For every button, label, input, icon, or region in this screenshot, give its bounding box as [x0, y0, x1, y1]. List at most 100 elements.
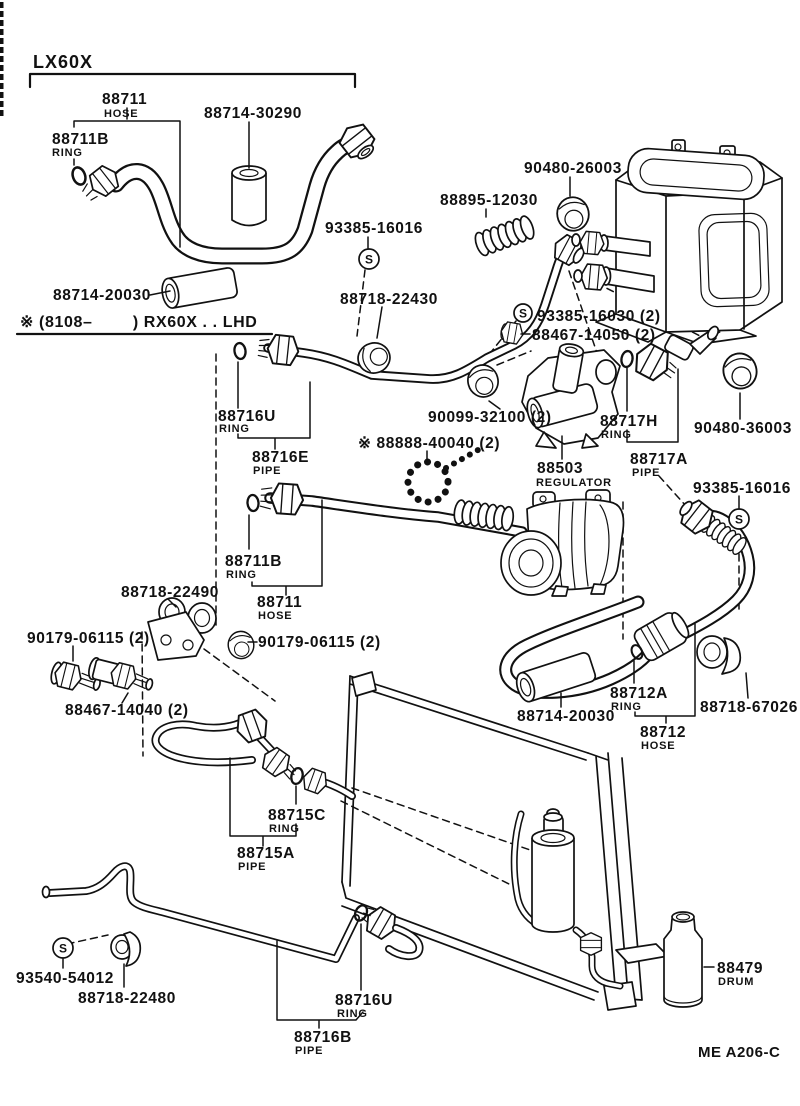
- model-code-label: LX60X: [33, 52, 93, 72]
- oring-88717H: [619, 349, 635, 369]
- label-88712-type: HOSE: [641, 740, 675, 752]
- label-88711-low-type: HOSE: [258, 610, 292, 622]
- label-90179-06115-right: 90179-06115 (2): [258, 634, 381, 651]
- label-88716E: 88716E: [252, 449, 309, 466]
- label-88711-low: 88711: [257, 594, 302, 611]
- label-88714-30290: 88714-30290: [204, 105, 302, 122]
- label-88711-top-type: HOSE: [104, 108, 138, 120]
- clamp-88718-67026-drawing: [696, 635, 742, 675]
- pipe-88715A-drawing: [156, 706, 352, 796]
- label-93385-16030: 93385-16030 (2): [537, 308, 661, 325]
- page-edge-perforation: [0, 2, 4, 116]
- label-88711-top: 88711: [102, 91, 147, 108]
- label-88716U-top-type: RING: [219, 423, 250, 435]
- regulator-88503-drawing: [521, 343, 621, 449]
- label-90179-06115-left: 90179-06115 (2): [27, 630, 150, 647]
- label-88479-type: DRUM: [718, 976, 754, 988]
- label-88718-67026: 88718-67026: [700, 699, 798, 716]
- manifold-fitting: [633, 611, 690, 662]
- label-88718-22480: 88718-22480: [78, 990, 176, 1007]
- label-88711B-top: 88711B: [52, 131, 109, 148]
- grommet-90480-26003: [553, 193, 593, 235]
- s-marker-top: S: [358, 248, 380, 270]
- label-88716U-top: 88716U: [218, 408, 276, 425]
- label-88711B-low-type: RING: [226, 569, 257, 581]
- label-88717H: 88717H: [600, 413, 658, 430]
- label-93540-54012: 93540-54012: [16, 970, 114, 987]
- condenser-drawing: [341, 671, 669, 1011]
- label-88715A-type: PIPE: [238, 861, 266, 873]
- label-93385-16016-right: 93385-16016: [693, 480, 791, 497]
- label-88715C: 88715C: [268, 807, 326, 824]
- label-90099-32100: 90099-32100 (2): [428, 409, 552, 426]
- s-marker-right: S: [728, 508, 750, 530]
- label-88717A-type: PIPE: [632, 467, 660, 479]
- label-88503: 88503: [537, 460, 583, 477]
- drawing-code: ME A206-C: [698, 1044, 780, 1061]
- label-88716B-type: PIPE: [295, 1045, 323, 1057]
- evaporator-unit-drawing: [571, 139, 783, 345]
- label-88714-20030-top: 88714-20030: [53, 287, 151, 304]
- label-88712: 88712: [640, 724, 686, 741]
- flex-hose-88895-12030: [471, 213, 538, 259]
- suction-hose-88712-drawing: [506, 495, 750, 703]
- leader-lines: [62, 107, 749, 1029]
- top-hose-88711-drawing: [69, 118, 380, 309]
- label-88711B-low: 88711B: [225, 553, 282, 570]
- sensor-88467-14040-drawing: [88, 657, 154, 692]
- insulator-88714-20030-low: [515, 652, 597, 703]
- label-93385-16016-top: 93385-16016: [325, 220, 423, 237]
- receiver-drier-drawing: [514, 808, 620, 986]
- oring-88715C: [288, 765, 306, 787]
- muffler-88714-30290: [231, 173, 267, 227]
- label-88711B-top-type: RING: [52, 147, 83, 159]
- label-88467-14040: 88467-14040 (2): [65, 702, 189, 719]
- label-88716U-low: 88716U: [335, 992, 393, 1009]
- label-88712A-type: RING: [611, 701, 642, 713]
- compressor-drawing: [500, 489, 625, 597]
- bracket-88718-22490-drawing: [147, 597, 217, 661]
- insulator-88714-20030-top: [161, 267, 238, 309]
- label-88895-12030: 88895-12030: [440, 192, 538, 209]
- oring-88716U-top: [232, 341, 248, 361]
- label-88715A: 88715A: [237, 845, 295, 862]
- pipe-88716B-drawing: [41, 866, 420, 959]
- label-88503-type: REGULATOR: [536, 477, 612, 489]
- label-88888-40040: ※ 88888-40040 (2): [358, 435, 500, 452]
- oring-88711B-top: [69, 164, 89, 188]
- s-marker-mid: S: [513, 303, 533, 323]
- lower-hose-88711-drawing: [245, 481, 522, 532]
- part-labels: 88711 HOSE 88714-30290 88711B RING 88714…: [16, 91, 798, 1057]
- bolt-90179-06115-drawing: [50, 659, 101, 693]
- label-88717H-type: RING: [601, 429, 632, 441]
- label-88716U-low-type: RING: [337, 1008, 368, 1020]
- label-90480-26003: 90480-26003: [524, 160, 622, 177]
- s-marker-bottom: S: [52, 937, 74, 959]
- svg-text:S: S: [735, 513, 743, 527]
- nut-88467-14050-drawing: [498, 320, 526, 346]
- label-88467-14050: 88467-14050 (2): [532, 327, 656, 344]
- clamp-88718-22480-drawing: [110, 931, 142, 967]
- grommet-90179-06115-right: [225, 628, 257, 662]
- chain-gasket-88888-40040: [404, 447, 481, 506]
- model-bracket: [28, 72, 357, 89]
- label-88716B: 88716B: [294, 1029, 352, 1046]
- label-88718-22490: 88718-22490: [121, 584, 219, 601]
- label-88715C-type: RING: [269, 823, 300, 835]
- oring-88711B-low: [245, 493, 261, 513]
- label-88714-20030-low: 88714-20030: [517, 708, 615, 725]
- mid-pipe-88716E-drawing: [232, 213, 588, 379]
- refrigerant-drum-88479-drawing: [663, 911, 703, 1008]
- svg-text:S: S: [519, 307, 527, 321]
- label-90480-36003: 90480-36003: [694, 420, 792, 437]
- label-88479: 88479: [717, 960, 763, 977]
- svg-text:S: S: [365, 253, 373, 267]
- label-88712A: 88712A: [610, 685, 668, 702]
- label-88718-22430: 88718-22430: [340, 291, 438, 308]
- svg-text:S: S: [59, 942, 67, 956]
- grommet-90480-36003: [718, 348, 762, 394]
- pipe-88717A-drawing: [619, 325, 720, 385]
- label-88717A: 88717A: [630, 451, 688, 468]
